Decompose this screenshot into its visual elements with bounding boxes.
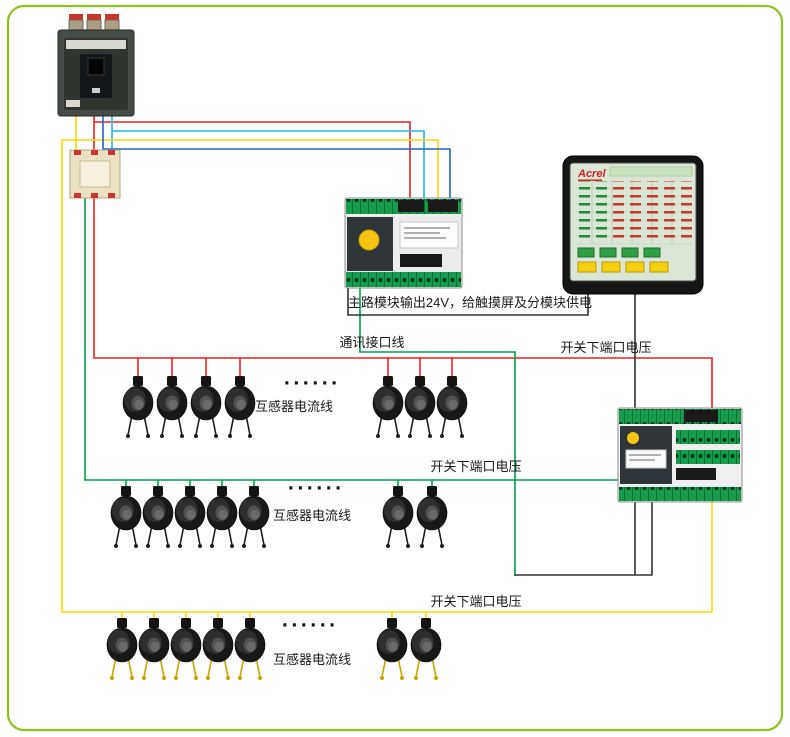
breaker-toggle	[87, 57, 105, 76]
current-transformer	[190, 375, 222, 439]
label-power-output: 主路模块输出24V，给触摸屏及分模块供电	[348, 295, 592, 310]
ct-terminal-block	[69, 149, 121, 199]
label-line	[404, 232, 440, 234]
screen-table-values	[612, 181, 692, 243]
circuit-breaker	[57, 14, 135, 117]
main-module	[344, 197, 463, 289]
label-switch-voltage-3: 开关下端口电压	[430, 594, 521, 609]
current-transformer	[238, 485, 270, 549]
ellipsis-row-3: ······	[282, 616, 339, 636]
screen-header-band	[609, 166, 693, 177]
screen-table-labels	[576, 181, 610, 243]
current-transformer	[122, 375, 154, 439]
ct-row-3	[106, 611, 442, 681]
screen-button	[625, 261, 645, 273]
distribution-module-top-terminals	[619, 409, 741, 424]
breaker-indicator	[92, 88, 100, 93]
current-transformer	[206, 485, 238, 549]
current-transformer	[110, 485, 142, 549]
label-ct-line-3: 互感器电流线	[273, 652, 351, 667]
current-transformer	[106, 617, 138, 681]
screen-button	[643, 247, 661, 258]
distribution-module	[617, 407, 743, 503]
ct-block-terminal	[108, 150, 115, 155]
main-module-connector	[400, 254, 442, 267]
screen-button	[577, 261, 597, 273]
current-transformer	[376, 617, 408, 681]
current-transformer	[174, 485, 206, 549]
screen-button	[577, 247, 595, 258]
current-transformer	[234, 617, 266, 681]
ellipsis-row-1: ······	[284, 374, 341, 394]
current-transformer	[138, 617, 170, 681]
breaker-rating-label	[66, 100, 80, 107]
current-transformer	[436, 375, 468, 439]
brand-logo-icon	[627, 432, 639, 444]
label-line	[404, 237, 446, 239]
labels: 主路模块输出24V，给触摸屏及分模块供电 通讯接口线 开关下端口电压 互感器电流…	[255, 295, 652, 667]
screen-button	[649, 261, 669, 273]
current-transformer	[224, 375, 256, 439]
current-transformer	[156, 375, 188, 439]
distribution-module-mid-terminals	[676, 450, 740, 464]
distribution-module-connector	[684, 410, 718, 422]
ct-row-2	[110, 479, 448, 549]
touchscreen-display: Acrel	[562, 155, 704, 295]
breaker-label-strip	[66, 40, 126, 49]
current-transformer	[142, 485, 174, 549]
main-module-connector	[428, 200, 458, 212]
brand-logo-icon	[358, 229, 380, 251]
current-transformer	[372, 375, 404, 439]
breaker-terminal-mark	[69, 14, 83, 21]
diagram-border	[6, 4, 784, 732]
ct-row-3-drops	[121, 611, 427, 619]
label-ct-line-2: 互感器电流线	[273, 508, 351, 523]
ct-block-terminal	[74, 193, 81, 198]
label-ct-line-1: 互感器电流线	[255, 399, 333, 414]
ct-row-1-drops	[137, 357, 453, 378]
ellipsis-row-2: ······	[288, 479, 345, 499]
ct-block-window	[79, 160, 111, 188]
ct-block-terminal	[108, 193, 115, 198]
label-line	[629, 459, 655, 461]
main-module-connector	[398, 200, 424, 212]
label-line	[629, 454, 661, 456]
current-transformer	[170, 617, 202, 681]
breaker-terminal-mark	[87, 14, 101, 21]
current-transformer	[410, 617, 442, 681]
label-switch-voltage-2: 开关下端口电压	[430, 459, 521, 474]
main-module-label	[399, 221, 459, 249]
ct-row-1	[122, 357, 468, 439]
distribution-module-bottom-terminals	[619, 487, 741, 501]
label-line	[404, 227, 450, 229]
current-transformer	[416, 485, 448, 549]
current-transformer	[404, 375, 436, 439]
breaker-terminal-mark	[105, 14, 119, 21]
current-transformer	[382, 485, 414, 549]
current-transformer	[202, 617, 234, 681]
screen-brand-text: Acrel	[577, 168, 606, 180]
label-switch-voltage-1: 开关下端口电压	[560, 340, 651, 355]
main-module-bottom-terminals	[346, 272, 461, 287]
ct-block-terminal	[74, 150, 81, 155]
distribution-module-connector	[676, 468, 716, 480]
ct-block-terminal	[91, 150, 98, 155]
screen-button	[601, 261, 621, 273]
label-comm-line: 通讯接口线	[339, 335, 404, 350]
screen-button	[599, 247, 617, 258]
distribution-module-mid-terminals	[676, 430, 740, 444]
brand-underline	[578, 179, 602, 181]
screen-button	[621, 247, 639, 258]
ct-row-2-drops	[125, 479, 433, 487]
ct-block-terminal	[91, 193, 98, 198]
